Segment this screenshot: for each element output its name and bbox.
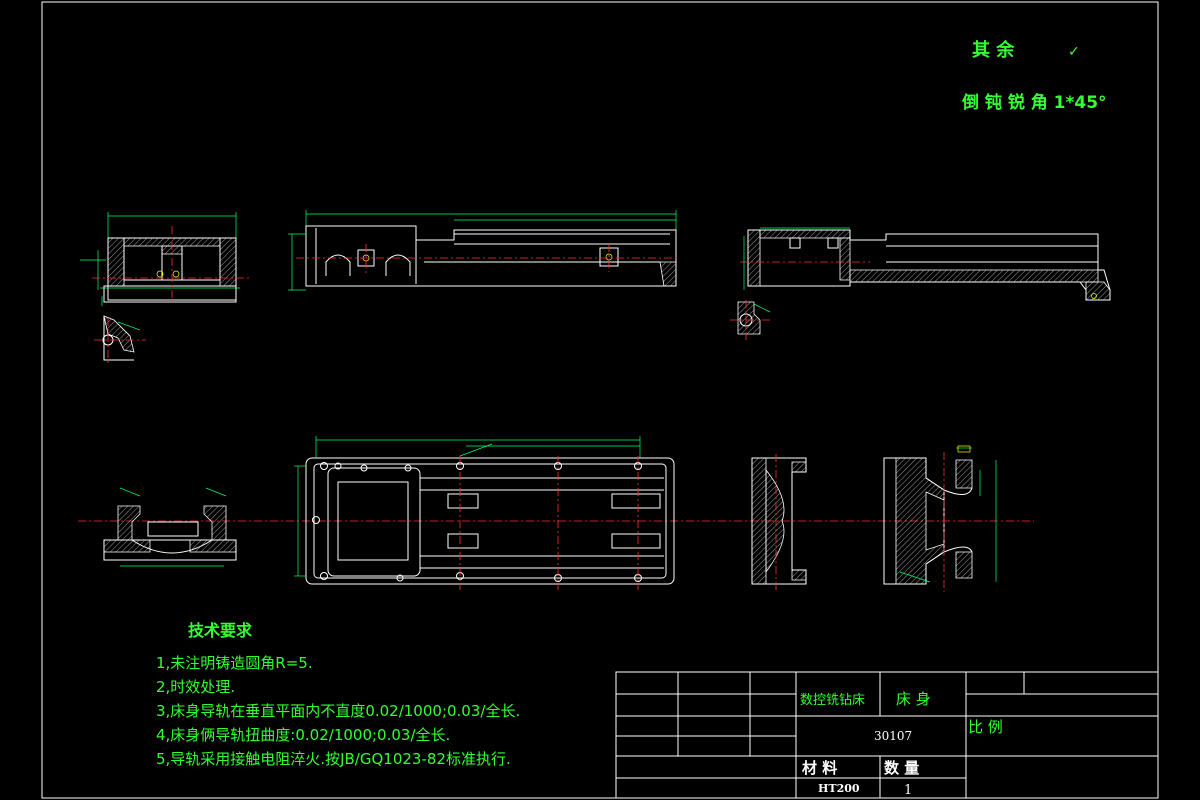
title-scale-label: 比 例: [968, 718, 1003, 736]
title-drawing-number: 30107: [874, 729, 912, 743]
title-material-value: HT200: [818, 782, 860, 795]
drawing-border: [41, 1, 1159, 799]
section-view-top-left: [80, 212, 250, 306]
title-product-name: 数控铣钻床: [800, 693, 865, 708]
plan-view: [294, 436, 675, 590]
tech-requirement-1: 1,未注明铸造圆角R=5.: [156, 654, 313, 672]
title-block: [615, 671, 1159, 799]
detail-view-right: [730, 300, 772, 340]
tech-requirement-5: 5,导轨采用接触电阻淬火.按JB/GQ1023-82标准执行.: [156, 750, 511, 768]
title-quantity-value: 1: [904, 783, 912, 798]
title-part-name: 床 身: [896, 690, 931, 708]
end-section-left: [103, 487, 237, 567]
detail-view-left: [94, 315, 146, 366]
cross-section-a: [751, 454, 807, 590]
cross-section-b: [883, 445, 997, 592]
tech-requirements-heading: 技术要求: [188, 621, 253, 640]
tech-requirement-3: 3,床身导轨在垂直平面内不直度0.02/1000;0.03/全长.: [156, 702, 520, 720]
title-material-label: 材 料: [802, 759, 837, 777]
roughness-note-label: 其 余: [972, 39, 1015, 61]
tech-requirement-4: 4,床身俩导轨扭曲度:0.02/1000;0.03/全长.: [156, 726, 450, 744]
section-view-top-right: [740, 227, 1111, 301]
front-view-top: [288, 210, 680, 291]
tech-requirement-2: 2,时效处理.: [156, 678, 235, 696]
roughness-symbol: ✓: [1068, 44, 1080, 60]
chamfer-note: 倒 钝 锐 角 1*45°: [961, 92, 1107, 113]
title-quantity-label: 数 量: [884, 759, 919, 777]
